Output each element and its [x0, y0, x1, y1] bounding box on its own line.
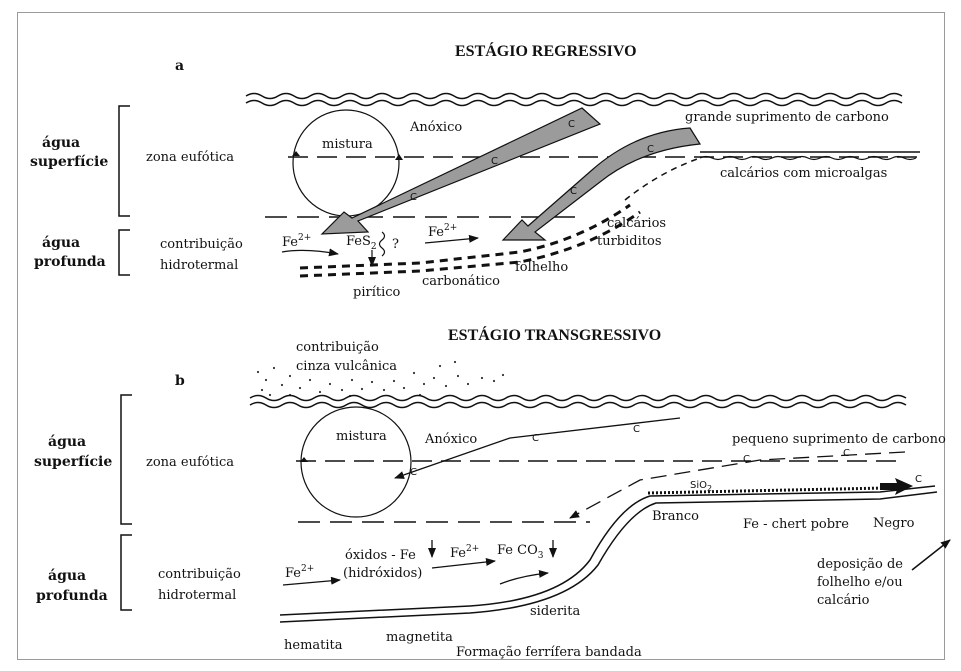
carbon-c-b-6: C — [915, 474, 922, 485]
negro-label: Negro — [873, 516, 915, 531]
figure-frame — [17, 12, 945, 660]
carbon-c-2: C — [491, 156, 498, 167]
carbon-flux-wedge-2: C C — [501, 127, 702, 241]
deposicao-arrow — [911, 539, 951, 571]
fe2-arrow-a-2 — [424, 234, 479, 244]
circle-arrow-right-a — [395, 154, 403, 160]
agua-superficie-b-2: superfície — [34, 454, 112, 470]
folhelho-a: folhelho — [515, 260, 568, 275]
cinza-label-1: contribuição — [296, 340, 379, 355]
carbon-c-b-4: C — [743, 454, 750, 465]
carbon-c-b-2: C — [633, 424, 640, 435]
feco3-label: Fe CO3 — [497, 543, 544, 561]
carbon-flux-thin-b: C C C C C C — [394, 417, 922, 519]
carbon-c-b-3: C — [410, 467, 417, 478]
siderita-label: siderita — [530, 604, 580, 619]
formacao-label: Formação ferrífera bandada — [456, 645, 642, 660]
calcarios-microalgas: calcários com microalgas — [720, 166, 887, 181]
contribuicao-b-2: hidrotermal — [158, 588, 236, 603]
anoxico-b: Anóxico — [424, 432, 477, 447]
bracket-deep-a — [118, 229, 130, 276]
mixing-circle-b — [300, 406, 412, 518]
bracket-surface-a — [118, 105, 130, 217]
panel-a-title: ESTÁGIO REGRESSIVO — [455, 41, 637, 60]
cinza-label-2: cinza vulcânica — [296, 359, 397, 374]
fe2-arrow-a-1 — [281, 248, 339, 257]
black-carbon-arrow — [880, 478, 913, 495]
sio2-label: SiO2 — [690, 480, 712, 493]
fe2-arrow-b-2 — [431, 558, 496, 569]
deposicao-3: calcário — [817, 593, 870, 608]
fe2-b-2: Fe2+ — [450, 544, 479, 561]
agua-superficie-a-1: água — [42, 135, 80, 151]
panel-a-letter: a — [175, 58, 184, 74]
hematita-label: hematita — [284, 638, 343, 653]
question-mark: ? — [392, 237, 399, 252]
panel-b: ESTÁGIO TRANSGRESSIVO b contribuição cin… — [34, 325, 951, 660]
contribuicao-a-1: contribuição — [160, 237, 243, 252]
agua-profunda-a-1: água — [42, 235, 80, 251]
fe2-a-2: Fe2+ — [428, 223, 457, 240]
agua-superficie-b-1: água — [48, 434, 86, 450]
agua-superficie-a-2: superfície — [30, 154, 108, 170]
sea-surface-b — [249, 394, 907, 409]
fe2-a-1: Fe2+ — [282, 233, 311, 250]
carbon-c-b-1: C — [532, 433, 539, 444]
panel-b-letter: b — [175, 373, 185, 389]
mistura-a: mistura — [322, 137, 373, 152]
fes2-brace — [378, 231, 386, 257]
panel-a: a ESTÁGIO REGRESSIVO água superfície águ… — [30, 41, 920, 300]
zona-eufotica-a: zona eufótica — [146, 150, 234, 165]
anoxico-a: Anóxico — [409, 120, 462, 135]
sea-surface-a — [245, 92, 903, 107]
mistura-b: mistura — [336, 429, 387, 444]
grande-suprimento: grande suprimento de carbono — [685, 110, 889, 125]
fes2-label: FeS2 — [346, 234, 377, 252]
panel-b-title: ESTÁGIO TRANSGRESSIVO — [448, 325, 661, 344]
oxidos-1: óxidos - Fe — [345, 548, 416, 563]
carbon-c-5: C — [570, 186, 577, 197]
calcarios-turbiditos-1: calcários — [607, 216, 666, 231]
siderite-arrow — [499, 569, 549, 585]
volcanic-ash-dots — [256, 360, 505, 398]
deposicao-2: folhelho e/ou — [817, 575, 903, 590]
piritico: pirítico — [353, 285, 401, 300]
contribuicao-b-1: contribuição — [158, 567, 241, 582]
circle-arrow-left-a — [292, 151, 300, 156]
bracket-surface-b — [120, 394, 132, 525]
pequeno-suprimento: pequeno suprimento de carbono — [732, 432, 946, 447]
agua-profunda-a-2: profunda — [34, 254, 106, 270]
shelf-wavy-a — [699, 155, 917, 161]
magnetita-label: magnetita — [386, 630, 453, 645]
oxidos-2: (hidróxidos) — [343, 566, 422, 581]
carbonatico: carbonático — [422, 274, 500, 289]
bracket-deep-b — [120, 534, 132, 611]
deposicao-1: deposição de — [817, 557, 903, 572]
banded-iron-formation — [279, 485, 938, 623]
fe-chert-label: Fe - chert pobre — [743, 517, 849, 532]
mixing-circle-a — [292, 109, 400, 217]
carbon-c-1: C — [568, 119, 575, 130]
contribuicao-a-2: hidrotermal — [160, 258, 238, 273]
carbon-c-b-5: C — [843, 448, 850, 459]
calcarios-turbiditos-2: turbiditos — [597, 234, 662, 249]
carbon-c-4: C — [647, 144, 654, 155]
zona-eufotica-b: zona eufótica — [146, 455, 234, 470]
dashed-sediment-a — [299, 157, 701, 278]
agua-profunda-b-2: profunda — [36, 588, 108, 604]
carbon-flux-wedge-1: C C C — [320, 107, 602, 235]
fe2-arrow-b-1 — [282, 576, 341, 586]
carbon-c-3: C — [410, 192, 417, 203]
branco-label: Branco — [652, 509, 699, 524]
agua-profunda-b-1: água — [48, 568, 86, 584]
fe2-b-1: Fe2+ — [285, 564, 314, 581]
